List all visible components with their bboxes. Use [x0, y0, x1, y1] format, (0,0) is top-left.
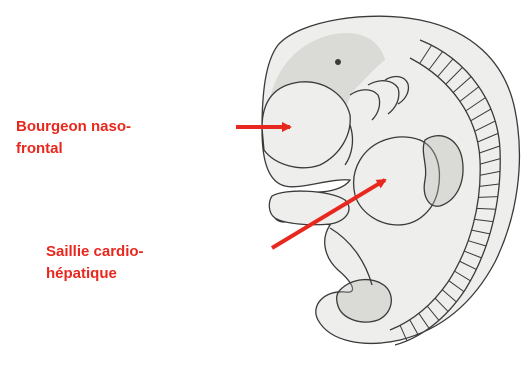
- cardio-label-line1: Saillie cardio-: [46, 241, 144, 263]
- nasofrontal-label-line1: Bourgeon naso-: [16, 116, 131, 138]
- cardio-label-line2: hépatique: [46, 263, 144, 285]
- nasofrontal-bud-label: Bourgeon naso- frontal: [16, 116, 131, 160]
- optic-dot: [335, 59, 341, 65]
- cardio-hepatic-label: Saillie cardio- hépatique: [46, 241, 144, 285]
- lower-limb-bud: [337, 280, 392, 322]
- nasofrontal-label-line2: frontal: [16, 138, 131, 160]
